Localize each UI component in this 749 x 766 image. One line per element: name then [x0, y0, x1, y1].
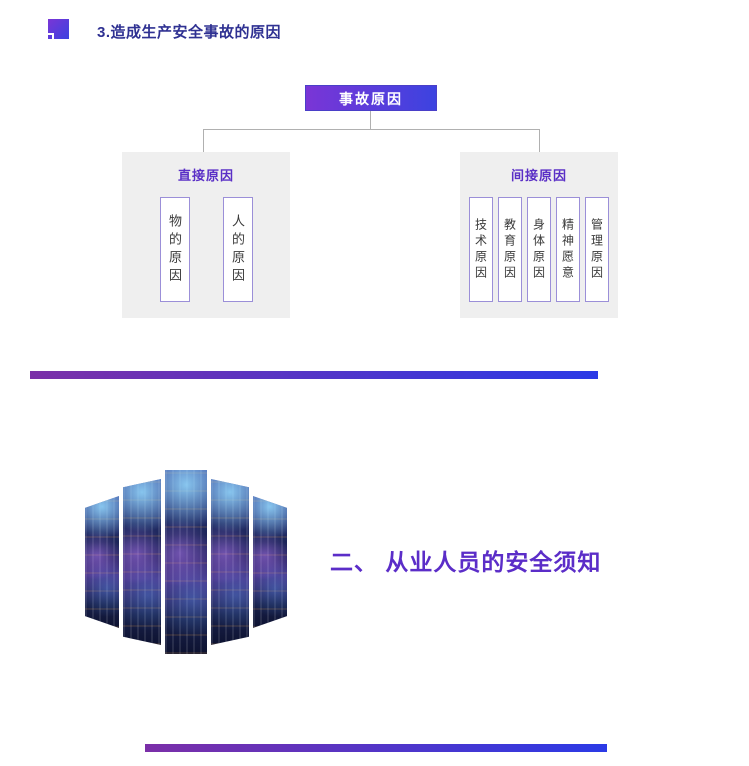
title-square-bullet-icon — [45, 19, 69, 42]
connector-line — [203, 129, 540, 130]
indirect-cause-items: 技术原因 教育原因 身体原因 精神愿意 管理原因 — [460, 197, 618, 302]
cause-item: 人的原因 — [222, 197, 253, 302]
cause-item: 技术原因 — [469, 197, 493, 302]
section-title: 二、 从业人员的安全须知 — [330, 549, 602, 575]
photo-slice — [253, 496, 287, 628]
group-header-direct: 直接原因 — [177, 168, 234, 183]
cause-item: 精神愿意 — [556, 197, 580, 302]
photo-slice — [123, 479, 161, 645]
slide-title: 3.造成生产安全事故的原因 — [97, 24, 282, 41]
direct-cause-group: 直接原因 物的原因 人的原因 — [122, 152, 290, 318]
photo-slice — [165, 470, 207, 654]
cause-item: 物的原因 — [159, 197, 190, 302]
indirect-cause-group: 间接原因 技术原因 教育原因 身体原因 精神愿意 管理原因 — [460, 152, 618, 318]
cause-item: 管理原因 — [585, 197, 609, 302]
diagram-root-node: 事故原因 — [305, 85, 437, 111]
cause-item: 教育原因 — [498, 197, 522, 302]
direct-cause-items: 物的原因 人的原因 — [122, 197, 290, 302]
group-header-indirect: 间接原因 — [510, 168, 567, 183]
connector-line — [539, 129, 540, 152]
gradient-bottom-bar — [145, 744, 607, 752]
cause-item: 身体原因 — [527, 197, 551, 302]
gradient-divider-bar — [30, 371, 598, 379]
photo-slice — [85, 496, 119, 628]
connector-line — [203, 129, 204, 152]
photo-slice — [211, 479, 249, 645]
connector-line — [370, 111, 371, 129]
factory-photo-collage — [85, 470, 287, 654]
